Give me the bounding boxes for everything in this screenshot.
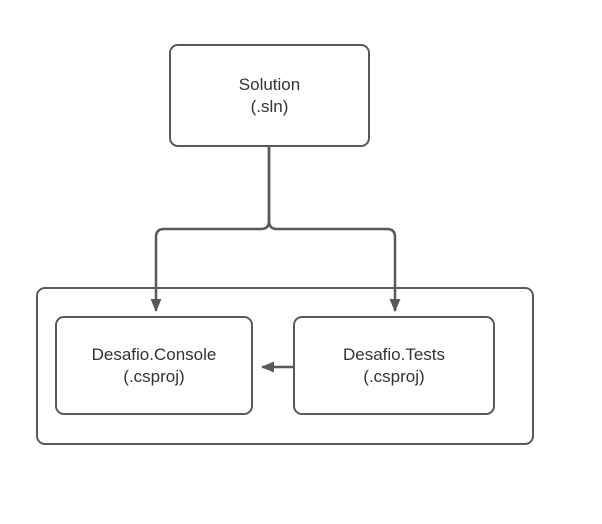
node-solution: Solution (.sln) xyxy=(169,44,370,147)
node-console-subtitle: (.csproj) xyxy=(123,366,185,386)
node-solution-subtitle: (.sln) xyxy=(250,96,289,116)
node-desafio-tests: Desafio.Tests (.csproj) xyxy=(293,316,495,415)
node-tests-subtitle: (.csproj) xyxy=(363,366,425,386)
node-tests-title: Desafio.Tests xyxy=(342,344,446,364)
node-console-title: Desafio.Console xyxy=(91,344,217,364)
node-desafio-console: Desafio.Console (.csproj) xyxy=(55,316,253,415)
group-projects-container xyxy=(36,287,534,445)
node-solution-title: Solution xyxy=(238,74,301,94)
